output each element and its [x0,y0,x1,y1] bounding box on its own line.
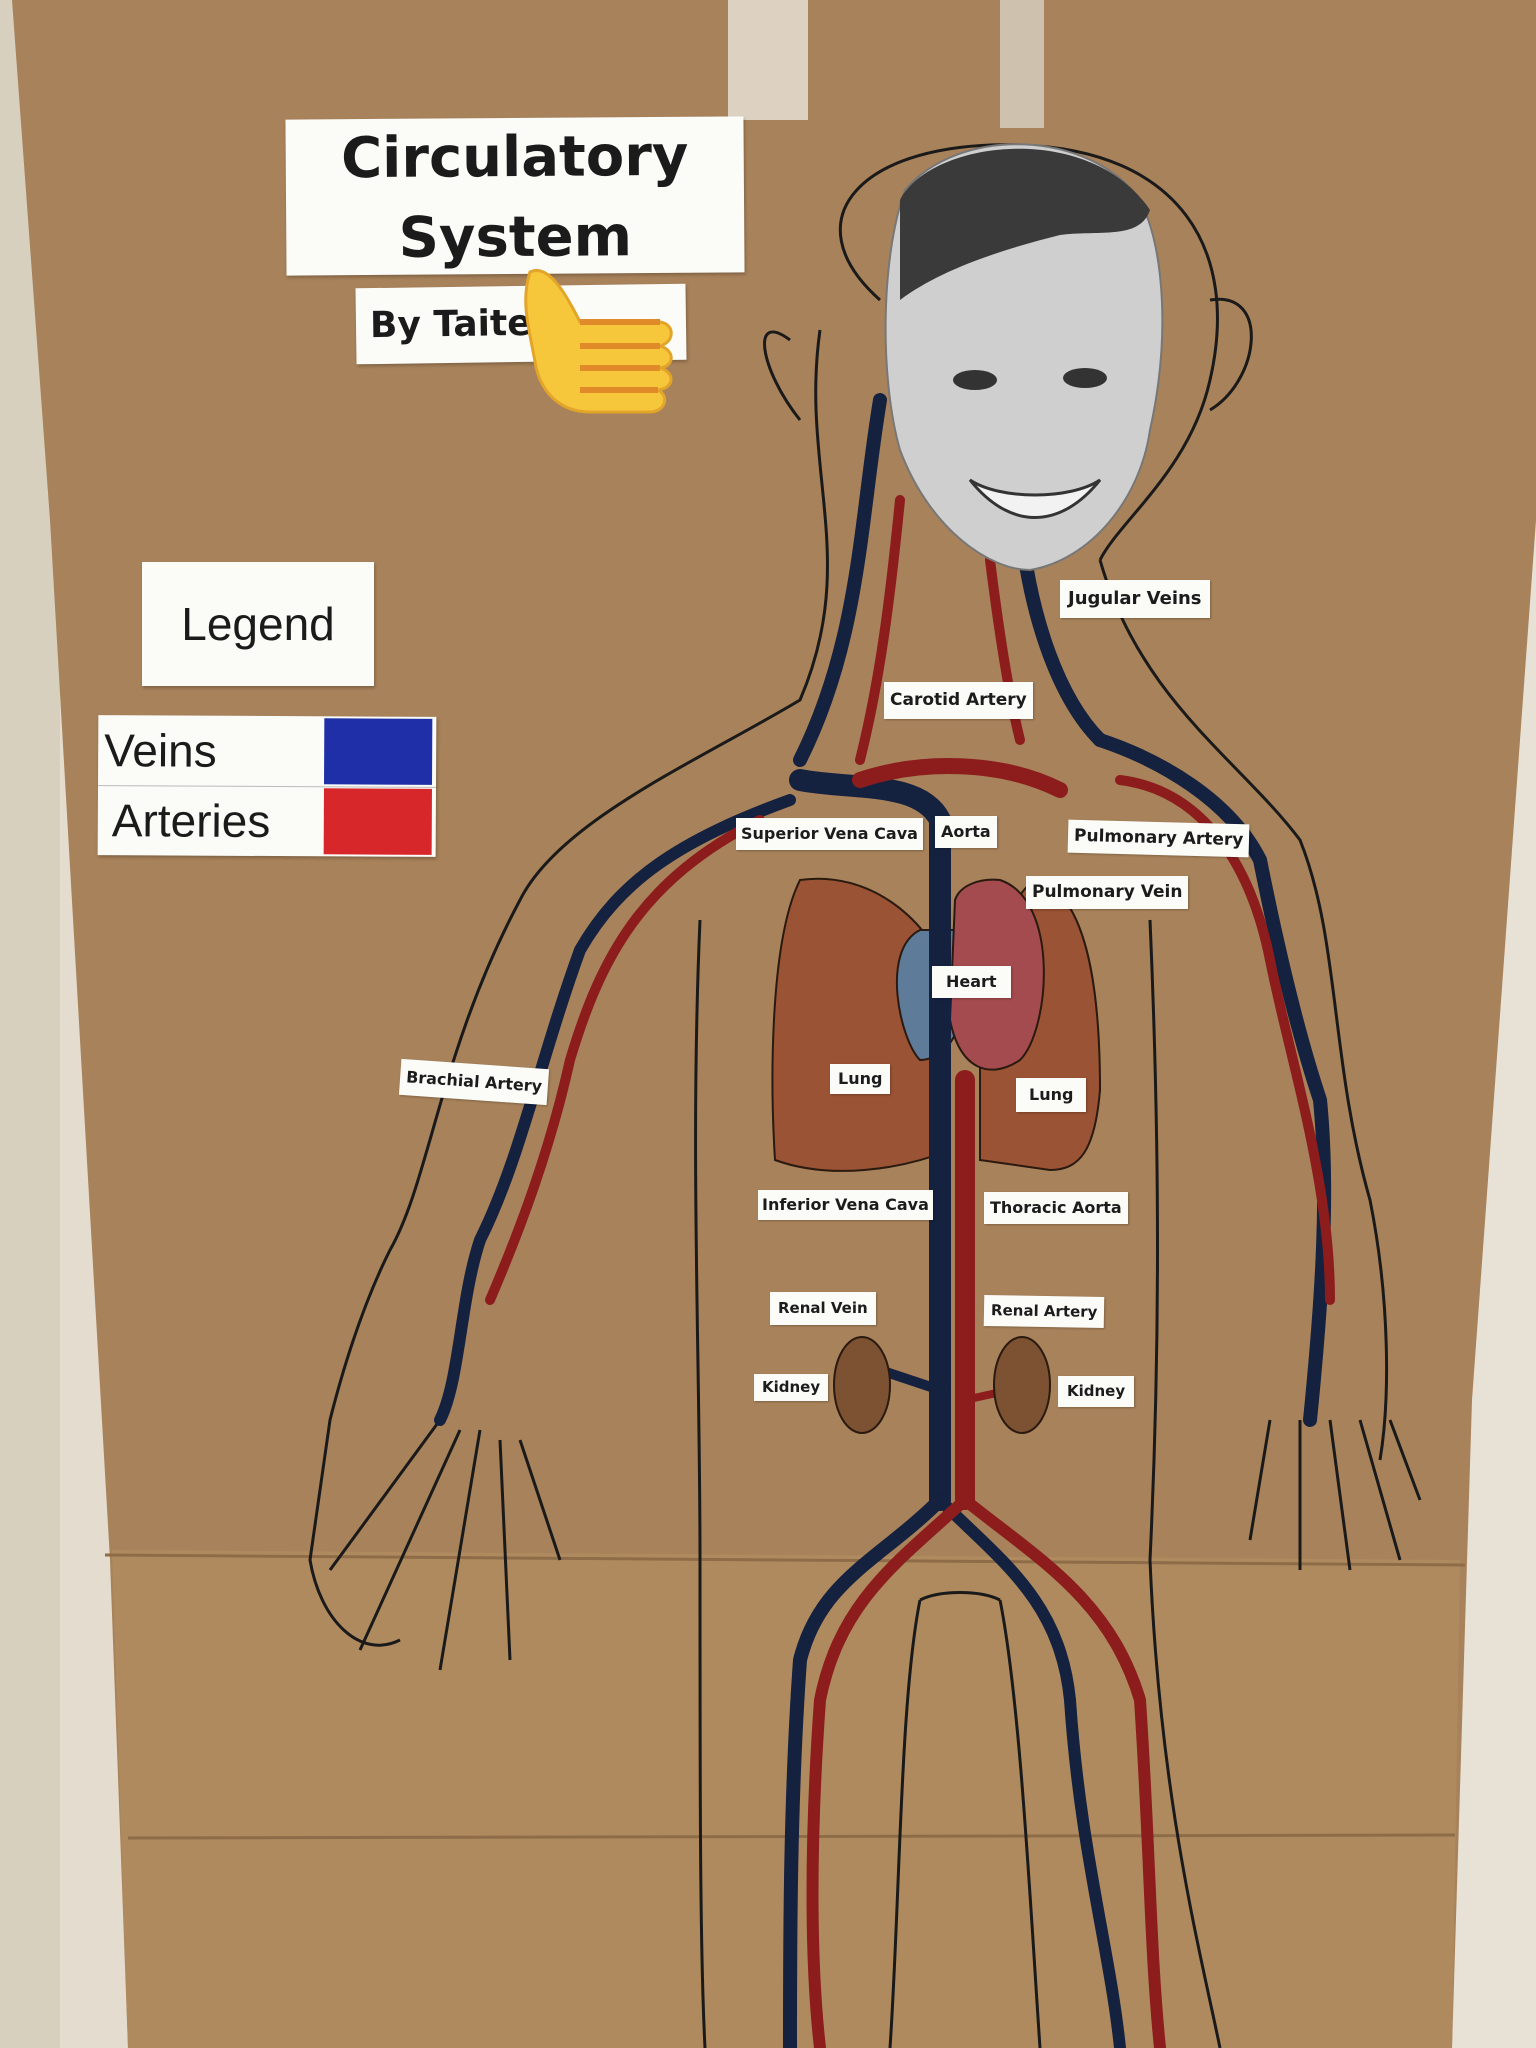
legend-label-veins: Veins [104,724,217,777]
byline-text: By Taite [369,302,532,347]
label-pulmonary-vein: Pulmonary Vein [1026,876,1189,909]
fold-line-1 [104,1553,1466,1567]
face-photo [884,143,1164,572]
tape-strip-1 [728,0,808,120]
legend-row-veins: Veins [97,715,437,788]
label-pulmonary-artery: Pulmonary Artery [1067,819,1250,858]
label-thoracic-aorta: Thoracic Aorta [984,1192,1128,1224]
kidney-right-shape [993,1336,1051,1434]
hand-left [328,1419,562,1671]
label-lung-right: Lung [1016,1078,1087,1112]
title-card: Circulatory System [285,116,745,276]
label-renal-artery: Renal Artery [983,1294,1105,1329]
label-superior-vena-cava: Superior Vena Cava [736,818,923,850]
title-line-1: Circulatory [340,123,689,192]
thumbs-up-icon [524,268,673,414]
body-outline [308,143,1389,2048]
label-lung-left: Lung [830,1064,891,1094]
label-kidney-left: Kidney [754,1374,829,1401]
hand-right [1248,1419,1422,1571]
label-kidney-right: Kidney [1058,1376,1135,1407]
label-renal-vein: Renal Vein [770,1292,876,1325]
arteries-network [485,495,1335,2048]
label-heart: Heart [932,966,1011,998]
legend-row-arteries: Arteries [98,785,436,857]
tape-strip-2 [1000,0,1044,128]
legend-title: Legend [142,562,374,686]
kidney-left-shape [833,1336,891,1434]
legend-swatch-arteries [323,788,432,855]
label-carotid-artery: Carotid Artery [884,682,1033,719]
label-inferior-vena-cava: Inferior Vena Cava [758,1190,933,1220]
label-jugular-veins: Jugular Veins [1060,580,1210,618]
legend-label-arteries: Arteries [111,794,271,848]
legend-table: Veins Arteries [97,715,437,857]
legend-swatch-veins [324,718,433,785]
label-aorta: Aorta [935,816,997,848]
